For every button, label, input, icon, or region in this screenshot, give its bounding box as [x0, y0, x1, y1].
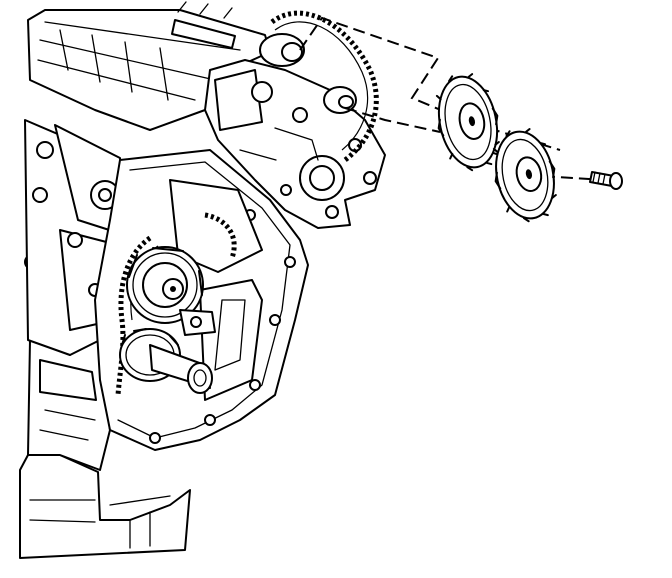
camshaft-sprocket-intake — [492, 128, 557, 223]
crankshaft-nose — [149, 344, 213, 394]
cover-bolt — [149, 432, 161, 444]
head-bolt — [251, 81, 273, 103]
intermediate-sprocket — [126, 246, 204, 324]
head-bolt — [280, 184, 292, 196]
head-bolt — [325, 205, 339, 219]
sprocket-bolt — [589, 171, 623, 190]
cover-bolt — [284, 256, 296, 268]
right-cylinder-head — [204, 33, 386, 229]
camshaft-sprocket-exhaust — [435, 73, 500, 172]
head-bolt — [292, 107, 308, 123]
head-bolt — [363, 171, 377, 185]
head-bolt — [32, 187, 48, 203]
timing-chain-right — [270, 10, 379, 163]
head-bolt — [67, 232, 83, 248]
oil-pan — [19, 454, 191, 559]
cover-bolt — [269, 314, 281, 326]
cover-bolt — [249, 379, 261, 391]
cover-bolt — [204, 414, 216, 426]
head-bolt — [36, 141, 54, 159]
